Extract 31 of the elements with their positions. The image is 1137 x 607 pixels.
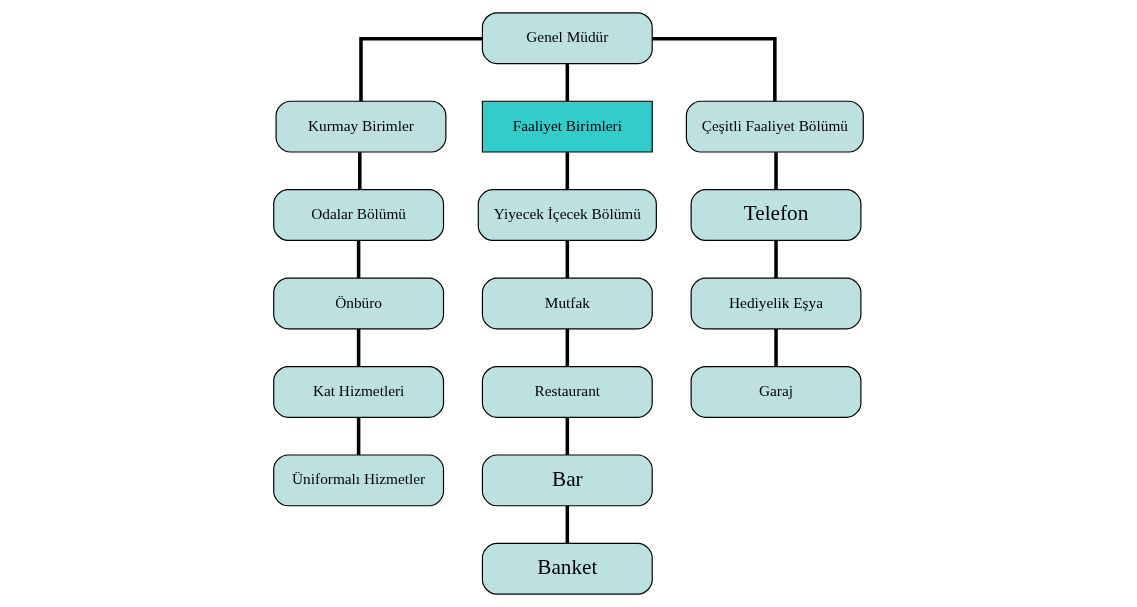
connector [356, 417, 361, 455]
connector [565, 417, 570, 455]
node-box: Kat Hizmetleri [273, 366, 445, 418]
node-box: Telefon [690, 189, 862, 241]
node-box: Genel Müdür [481, 12, 653, 65]
node-box: Çeşitli Faaliyet Bölümü [685, 100, 864, 153]
connector [565, 152, 570, 190]
connector [774, 329, 778, 367]
connector [565, 63, 570, 102]
node-box: Bar [481, 454, 653, 507]
connector [356, 240, 361, 278]
connector [356, 329, 361, 367]
node-box: Garaj [690, 366, 862, 418]
connector [565, 505, 570, 544]
node-box: Faaliyet Birimleri [481, 100, 653, 153]
node-box: Restaurant [481, 366, 653, 418]
node-box: Odalar Bölümü [273, 189, 445, 241]
connector [359, 37, 483, 102]
node-box: Hediyelik Eşya [690, 277, 862, 330]
node-box: Yiyecek İçecek Bölümü [477, 189, 657, 241]
connector [565, 329, 570, 367]
node-box: Banket [481, 542, 653, 595]
connector [565, 240, 570, 278]
connector [652, 37, 777, 102]
connector [358, 152, 362, 190]
node-box: Mutfak [481, 277, 653, 330]
node-box: Üniformalı Hizmetler [273, 454, 445, 507]
connector [774, 152, 778, 190]
node-box: Kurmay Birimler [275, 100, 447, 153]
connector [774, 240, 778, 278]
node-box: Önbüro [273, 277, 445, 330]
